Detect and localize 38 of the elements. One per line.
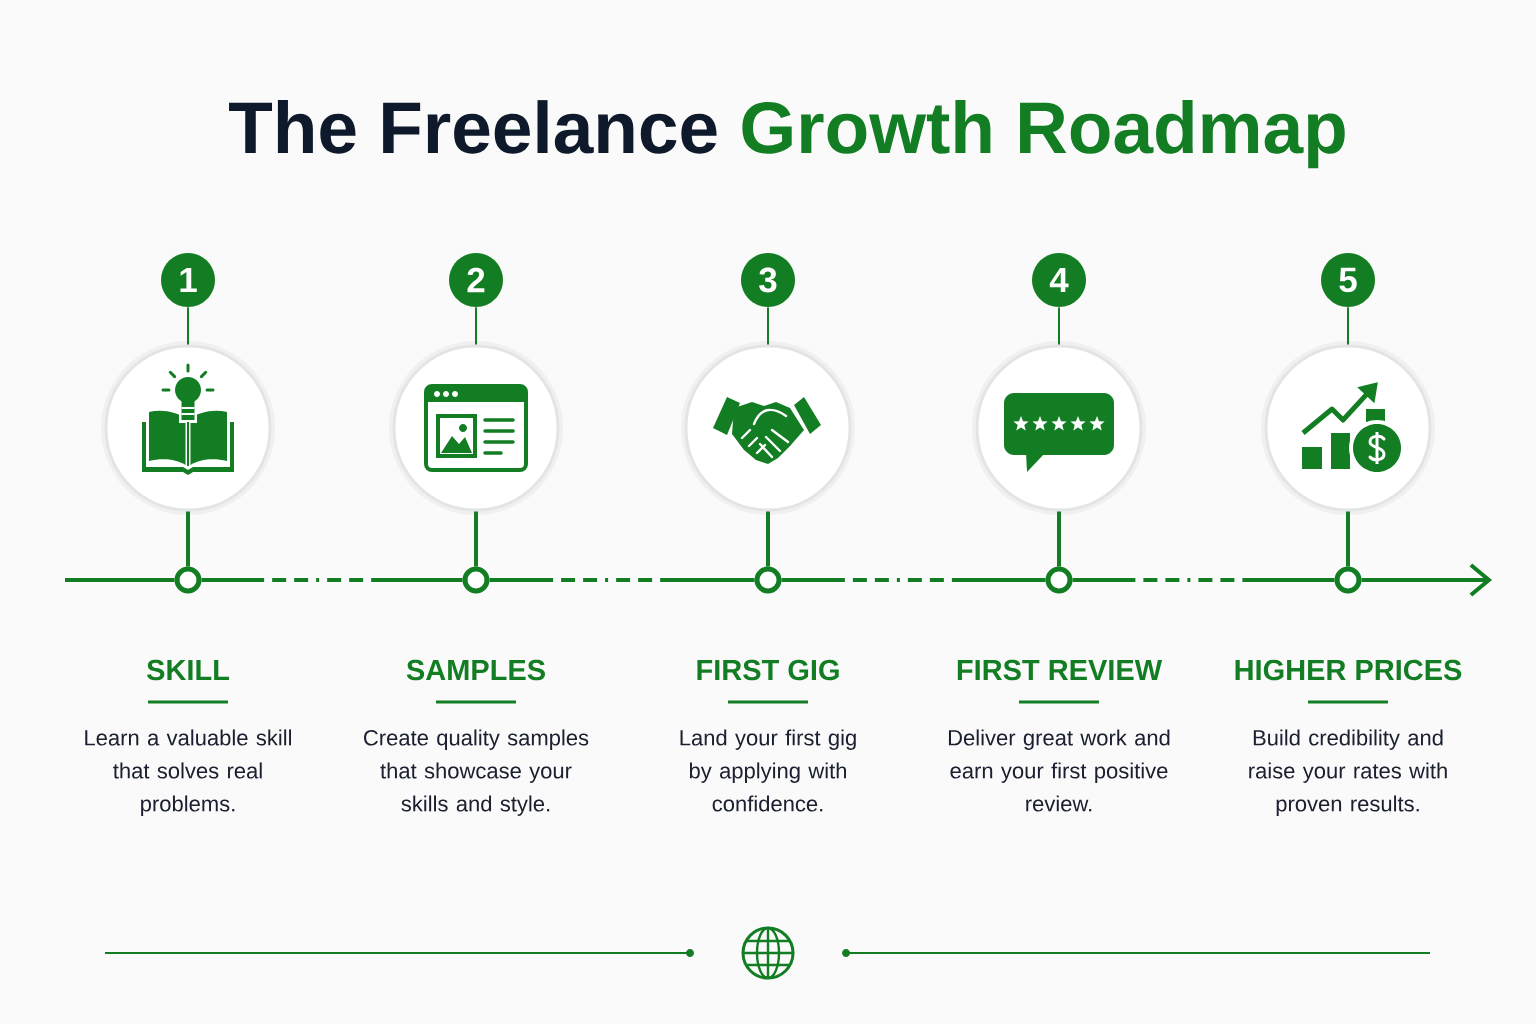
timeline-line bbox=[65, 578, 175, 582]
number-badge: 5 bbox=[1321, 253, 1375, 307]
step-heading: HIGHER PRICES bbox=[1235, 659, 1462, 681]
connector-line bbox=[187, 306, 189, 346]
step-description: Learn a valuable skill that solves real problems. bbox=[85, 729, 292, 816]
timeline-arrow bbox=[1361, 563, 1493, 597]
timeline-line bbox=[489, 578, 755, 582]
step-description: Deliver great work and earn your first positive review. bbox=[948, 729, 1170, 812]
number-badge: 2 bbox=[449, 253, 503, 307]
timeline-dot bbox=[1334, 566, 1362, 594]
timeline-line bbox=[781, 578, 1046, 582]
timeline-line bbox=[201, 578, 463, 582]
step-description: Create quality samples that showcase your skills and style. bbox=[364, 729, 589, 816]
title: The Freelance Growth Roadmap bbox=[229, 100, 1345, 169]
connector-line bbox=[1058, 306, 1060, 346]
timeline-line bbox=[1072, 578, 1335, 582]
step-description: Land your first gig by applying with confidence. bbox=[680, 729, 856, 812]
step-description: Build credibility and raise your rates with proven results. bbox=[1249, 729, 1447, 816]
step-heading: SAMPLES bbox=[406, 659, 545, 681]
step-heading: SKILL bbox=[146, 659, 230, 681]
timeline-dot bbox=[754, 566, 782, 594]
number-badge: 4 bbox=[1032, 253, 1086, 307]
number-badge: 1 bbox=[161, 253, 215, 307]
icon-circle bbox=[389, 341, 563, 515]
timeline-dot bbox=[174, 566, 202, 594]
connector-line bbox=[1057, 511, 1061, 567]
step-heading: FIRST REVIEW bbox=[957, 659, 1163, 681]
step-heading: FIRST GIG bbox=[697, 659, 839, 681]
connector-line bbox=[474, 511, 478, 567]
connector-line bbox=[1346, 511, 1350, 567]
connector-line bbox=[1347, 306, 1349, 346]
timeline-dot bbox=[462, 566, 490, 594]
connector-line bbox=[767, 306, 769, 346]
connector-line bbox=[766, 511, 770, 567]
timeline-dot bbox=[1045, 566, 1073, 594]
number-badge: 3 bbox=[741, 253, 795, 307]
connector-line bbox=[186, 511, 190, 567]
connector-line bbox=[475, 306, 477, 346]
